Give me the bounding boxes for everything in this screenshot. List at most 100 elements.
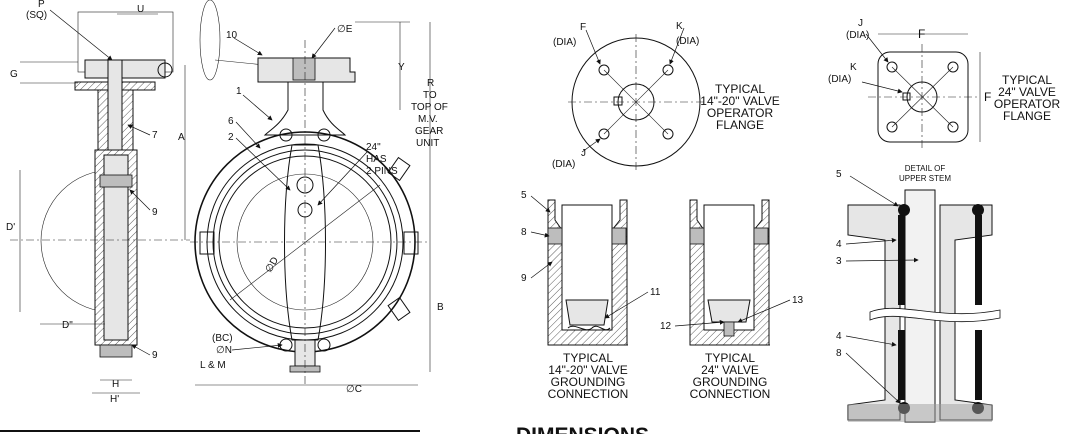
caption-g24-line1: TYPICAL: [705, 351, 755, 365]
label-u: U: [137, 4, 144, 15]
o-ring-upper-left: [898, 204, 910, 216]
bushing-lower-right: [975, 330, 982, 400]
leader-e: [311, 27, 336, 59]
sq-bolt-2: [947, 61, 959, 73]
leader-g24-13: [737, 299, 791, 323]
label-g14-5: 5: [521, 190, 527, 201]
front-view: 10 1 6 2 ∅E Y R TO TOP OF M.V. GEAR UNIT…: [190, 0, 448, 395]
ground-14-spring: [567, 325, 611, 331]
leader-n: [231, 342, 283, 351]
flange-24-diag-2: [891, 66, 954, 128]
label-f-side-24: F: [984, 90, 991, 104]
leader-7: [129, 189, 151, 211]
ground-24-seal: [689, 227, 705, 245]
leader-3: [127, 124, 151, 136]
bushing-lower-left: [898, 330, 905, 400]
caption-stem-line2: UPPER STEM: [899, 174, 951, 183]
label-dia-f-14: (DIA): [553, 37, 576, 48]
label-r-unit: UNIT: [416, 138, 439, 149]
lug-right: [403, 231, 419, 255]
flange-14-20-key: [613, 96, 623, 106]
caption-g14-line2: 14"-20" VALVE: [548, 363, 627, 377]
label-dia-c: ∅C: [346, 384, 362, 395]
label-h-prime: H': [110, 394, 119, 405]
grounding-14-20: 5 8 9 11 TYPICAL 14"-20" VALVE GROUNDING…: [521, 190, 661, 401]
label-stem-5: 5: [836, 169, 842, 180]
leader-9-side: [131, 344, 151, 356]
leader-1: [242, 94, 273, 121]
leader-2: [235, 137, 291, 191]
label-dia-j-14: (DIA): [552, 159, 575, 170]
o-ring-upper-right: [972, 204, 984, 216]
label-g14-9: 9: [521, 273, 527, 284]
caption-g24-line3: GROUNDING: [693, 375, 768, 389]
section-title: DIMENSIONS: [516, 424, 649, 434]
ground-14-seal-r: [611, 227, 627, 245]
gear-center: [292, 57, 316, 81]
leader-6: [235, 121, 261, 149]
label-pins-2: HAS: [366, 154, 387, 165]
label-h: H: [112, 379, 119, 390]
grounding-24: 12 13 TYPICAL 24" VALVE GROUNDING CONNEC…: [660, 199, 804, 401]
flange-24: J (DIA) F K (DIA) F TYPICAL 24" VALVE OP…: [828, 18, 1060, 150]
leader-p: [49, 9, 113, 61]
label-dia-d: ∅D: [264, 255, 281, 274]
label-stem-4-lower: 4: [836, 331, 842, 342]
lug-left: [199, 231, 215, 255]
label-pins-1: 24": [366, 142, 381, 153]
leader-5-stem: [849, 175, 899, 207]
ground-14-cup: [565, 299, 609, 326]
label-dia-k-14: (DIA): [676, 36, 699, 47]
label-r-mv: M.V.: [418, 114, 438, 125]
label-part-9: 9: [152, 350, 158, 361]
label-r-gear: GEAR: [415, 126, 443, 137]
label-k-14: K: [676, 21, 683, 32]
caption-g14-line4: CONNECTION: [548, 387, 629, 401]
gear-hub: [157, 62, 173, 78]
sq-bolt-3: [886, 121, 898, 133]
leader-k-14: [669, 27, 685, 65]
label-part-10: 10: [226, 30, 238, 41]
leader-g14-5: [530, 195, 551, 213]
bottom-cap: [99, 344, 133, 358]
leader-k-24: [861, 81, 903, 94]
caption-flange-24-line4: FLANGE: [1003, 109, 1051, 123]
sq-bolt-1: [886, 61, 898, 73]
lug-lower-right: [387, 296, 411, 322]
leader-j-14: [581, 138, 601, 153]
ground-14-seal: [547, 227, 563, 245]
label-y: Y: [398, 62, 405, 73]
ground-24-plunger: [723, 321, 735, 337]
label-g14-11: 11: [650, 287, 661, 298]
label-dia-j-24: (DIA): [846, 30, 869, 41]
caption-flange-14-line1: TYPICAL: [715, 82, 765, 96]
flange-24-key: [902, 92, 911, 101]
label-g24-12: 12: [660, 321, 672, 332]
bolt-hole-1: [598, 64, 610, 76]
bearing-7: [99, 174, 133, 188]
label-g14-8: 8: [521, 227, 527, 238]
leader-g24-12: [674, 319, 725, 327]
gear-mount: [84, 59, 166, 79]
bolt-hole-2: [662, 64, 674, 76]
disc-swing-arc: [40, 169, 113, 313]
housing-base: [848, 404, 992, 422]
ground-24-cup: [707, 299, 751, 323]
disc: [284, 144, 326, 341]
bolt-hole-4: [662, 128, 674, 140]
label-j-14: J: [581, 148, 586, 159]
handwheel: [199, 0, 221, 81]
label-part-2: 2: [228, 132, 234, 143]
flange-14-20: F (DIA) K (DIA) J (DIA) TYPICAL 14"-20" …: [552, 21, 780, 170]
dim-d-line: [229, 184, 381, 301]
label-stem-4-upper: 4: [836, 239, 842, 250]
label-k-24: K: [850, 62, 857, 73]
caption-flange-24-line1: TYPICAL: [1002, 73, 1052, 87]
leader-pins: [317, 151, 368, 206]
bushing-upper-right: [975, 215, 982, 305]
handwheel-shaft: [214, 59, 266, 66]
label-r: R: [427, 78, 434, 89]
label-dia-k-24: (DIA): [828, 74, 851, 85]
caption-flange-24-line3: OPERATOR: [994, 97, 1061, 111]
